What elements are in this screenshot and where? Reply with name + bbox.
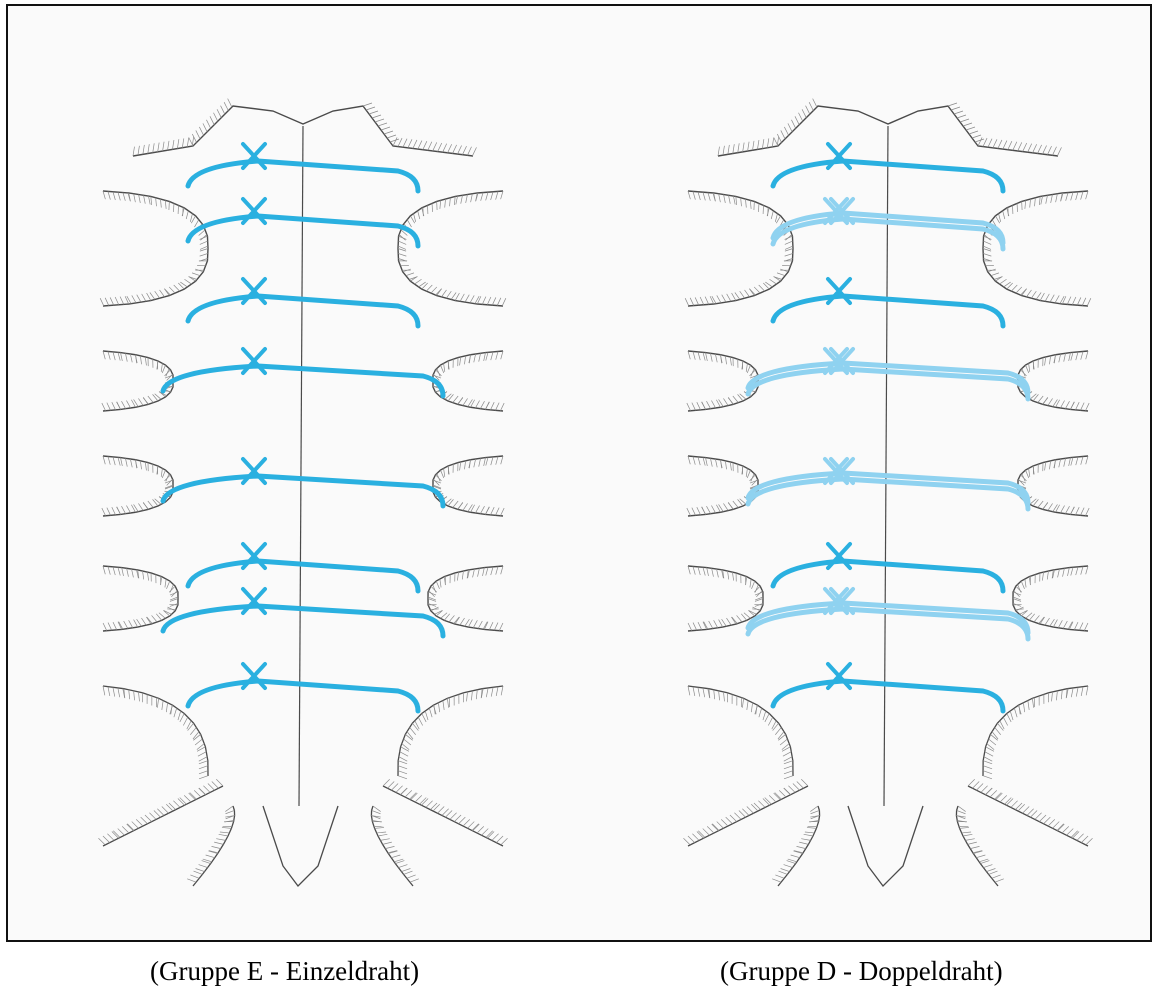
wire-twist-knot — [243, 144, 265, 168]
wire-twist-knot — [828, 544, 850, 568]
wire-strand — [188, 296, 418, 326]
wire-twist-knot — [243, 349, 265, 373]
wire-cerclage-4 — [163, 349, 443, 396]
rib-notch-right-2 — [1018, 351, 1088, 411]
rib-notch-left-2 — [688, 351, 758, 411]
panel-single-wire — [98, 99, 507, 886]
manubrium-hatching-left — [718, 99, 817, 156]
sternum-wiring-illustration — [8, 6, 1154, 944]
lower-rib-left-2 — [688, 786, 808, 846]
lower-rib-right-2 — [383, 786, 503, 846]
lower-rib-hatching — [187, 806, 234, 882]
lower-rib-left-2 — [103, 786, 223, 846]
wire-cerclage-5 — [748, 459, 1028, 509]
wire-cerclage-7 — [748, 589, 1028, 639]
rib-hatching-top — [103, 191, 208, 249]
rib-notch-left-4 — [103, 566, 178, 631]
wire-strand — [163, 366, 443, 396]
rib-hatching-bottom — [100, 249, 208, 306]
manubrium-hatching-left — [133, 99, 232, 156]
wire-strand — [188, 561, 418, 591]
rib-hatching-bottom — [398, 249, 506, 306]
rib-notch-left-1 — [688, 191, 793, 306]
wire-strand — [773, 296, 1003, 326]
wire-cerclage-8 — [188, 664, 418, 711]
wire-cerclage-4 — [748, 349, 1028, 399]
rib-hatching-top — [398, 191, 503, 249]
lower-rib-hatching — [98, 779, 223, 845]
wire-cerclage-6 — [188, 544, 418, 591]
rib-notch-right-1 — [983, 191, 1088, 306]
rib-hatching-bottom — [983, 249, 1091, 306]
wire-strand — [188, 681, 418, 711]
lower-rib-hatching — [968, 779, 1093, 845]
lower-rib-hatching — [683, 779, 808, 845]
rib-notch-left-1 — [103, 191, 208, 306]
wire-cerclage-3 — [188, 279, 418, 326]
rib-hatching-bottom — [685, 249, 793, 306]
lower-rib-hatching — [383, 779, 508, 845]
wire-twist-knot — [243, 544, 265, 568]
lower-rib-right-2 — [968, 786, 1088, 846]
sternum-midline — [299, 126, 303, 806]
wire-strand — [163, 606, 443, 636]
rib-notch-left-2 — [103, 351, 173, 411]
rib-notch-left-3 — [103, 456, 173, 516]
lower-rib-hatching — [371, 806, 418, 882]
rib-notch-right-1 — [398, 191, 503, 306]
wire-twist-knot — [243, 459, 265, 483]
wire-strand — [188, 216, 418, 246]
wire-twist-knot — [243, 664, 265, 688]
wire-cerclage-3 — [773, 279, 1003, 326]
wire-cerclage-6 — [773, 544, 1003, 591]
rib-notch-left-3 — [688, 456, 758, 516]
caption-single-wire: (Gruppe E - Einzeldraht) — [150, 956, 419, 987]
sternum-midline — [884, 126, 888, 806]
wire-twist-knot — [243, 279, 265, 303]
figure-frame — [6, 4, 1152, 942]
wire-cerclage-5 — [163, 459, 443, 506]
wire-strand — [773, 681, 1003, 711]
lower-rib-hatching — [772, 806, 819, 882]
wire-twist-knot — [828, 144, 850, 168]
rib-notch-right-2 — [433, 351, 503, 411]
panel-double-wire — [683, 99, 1092, 886]
caption-double-wire: (Gruppe D - Doppeldraht) — [720, 956, 1003, 987]
wire-twist-knot — [828, 664, 850, 688]
wire-cerclage-8 — [773, 664, 1003, 711]
wire-twist-knot — [243, 589, 265, 613]
wire-cerclage-7 — [163, 589, 443, 636]
wire-twist-knot — [828, 279, 850, 303]
wire-strand — [163, 476, 443, 506]
xiphoid-outline — [848, 806, 923, 886]
wire-strand — [773, 561, 1003, 591]
wire-twist-knot — [243, 199, 265, 223]
lower-rib-hatching — [956, 806, 1003, 882]
xiphoid-outline — [263, 806, 338, 886]
